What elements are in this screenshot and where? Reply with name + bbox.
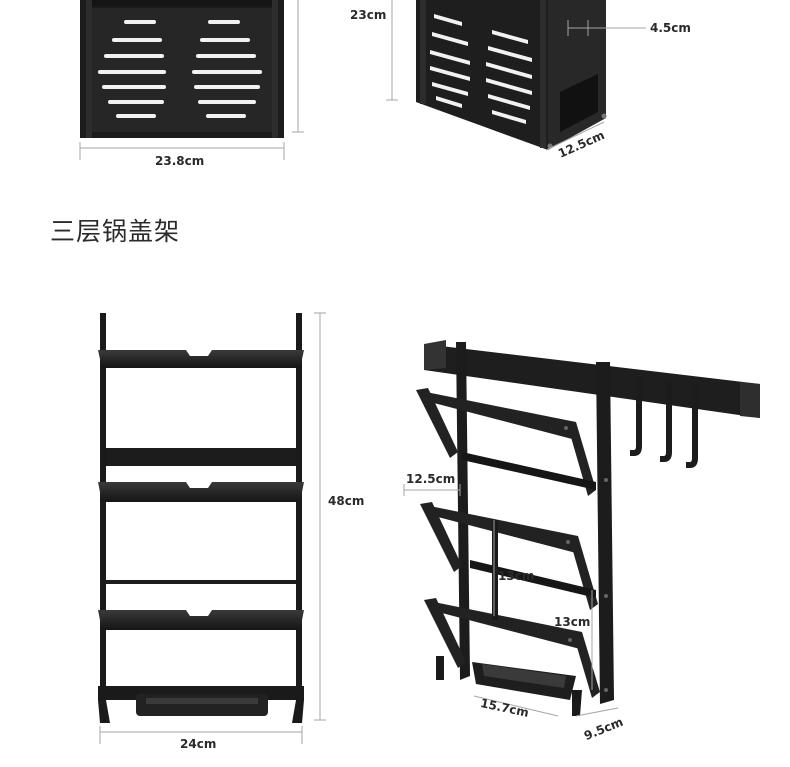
- top-width-dimension: [79, 0, 304, 160]
- shelf-depth-label: 12.5cm: [406, 472, 456, 486]
- front-slots: [98, 20, 262, 118]
- tier-spacing-bottom-label: 13cm: [554, 615, 591, 629]
- lid-rack-angled-view: [416, 340, 760, 716]
- rivets: [564, 426, 608, 692]
- top-gap-label: 4.5cm: [650, 21, 691, 35]
- section-title: 三层锅盖架: [50, 217, 181, 246]
- top-rack-side-view: [416, 0, 607, 150]
- lid-rack-angled-dimensions: [403, 484, 619, 717]
- lid-rack-height-label: 48cm: [328, 494, 365, 508]
- top-height-label: 23cm: [350, 8, 387, 22]
- top-width-label: 23.8cm: [155, 154, 205, 168]
- lid-rack-front-dimensions: [99, 312, 326, 744]
- hook-set: [630, 376, 698, 468]
- lid-rack-width-label: 24cm: [180, 737, 217, 751]
- tier-arms: [416, 388, 600, 698]
- side-slots: [430, 14, 532, 124]
- top-side-dimensions: [386, 0, 646, 151]
- lid-rack-front-view: [98, 313, 304, 723]
- top-rack-front-view: [80, 0, 284, 138]
- tier-spacing-top-label: 13cm: [498, 569, 535, 583]
